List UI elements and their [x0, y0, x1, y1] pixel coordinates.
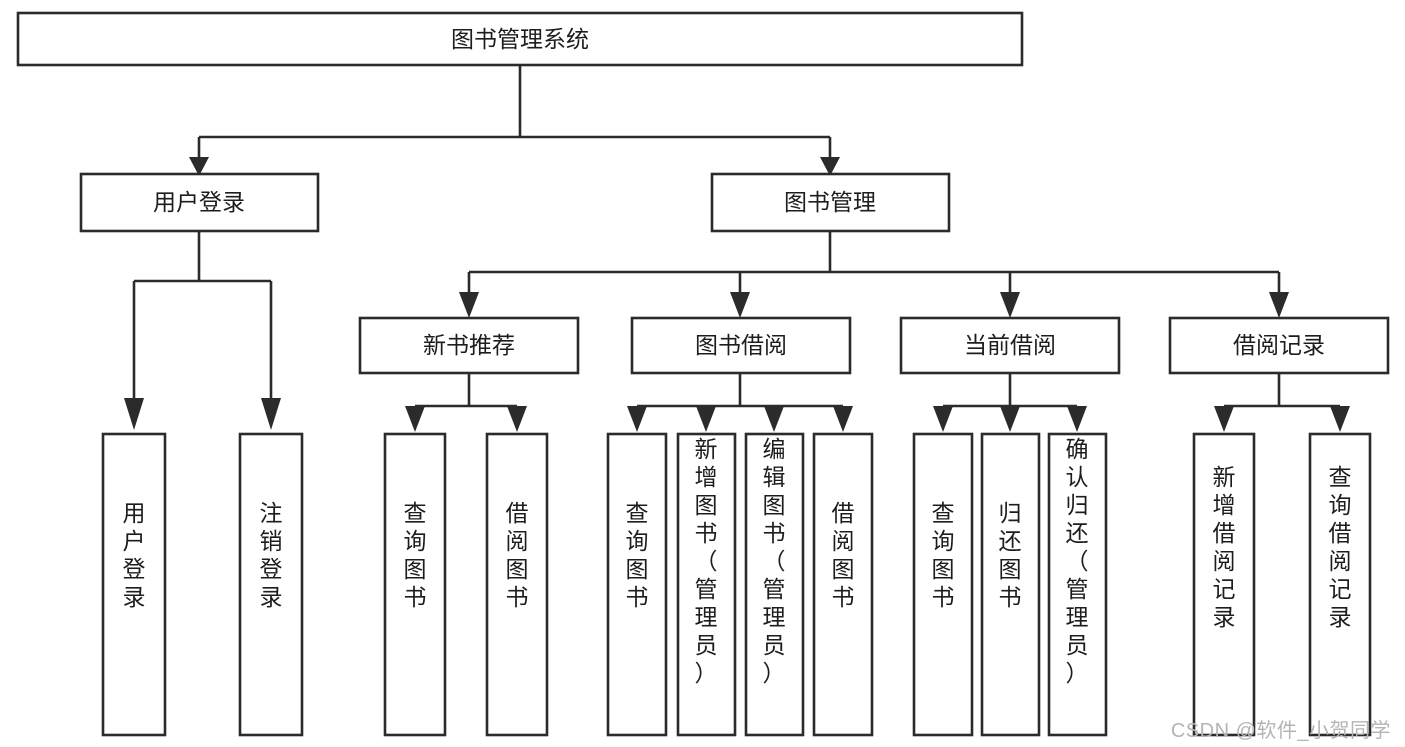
- node-leaf-borrow-book-2-label: 借阅图书: [832, 500, 855, 610]
- node-leaf-add-book-label: 新增图书（管理员）: [695, 436, 718, 686]
- node-book-borrow-label: 图书借阅: [695, 332, 787, 358]
- node-current-borrow[interactable]: 当前借阅: [899, 316, 1121, 375]
- node-book-borrow-box[interactable]: [630, 316, 852, 375]
- node-leaf-query-book-3[interactable]: 查询图书: [912, 432, 974, 737]
- node-leaf-return-book-label: 归还图书: [999, 500, 1022, 610]
- node-root-system[interactable]: 图书管理系统: [16, 11, 1024, 67]
- node-leaf-borrow-book-1-box[interactable]: [485, 432, 549, 737]
- node-leaf-add-record-box[interactable]: [1192, 432, 1256, 737]
- arrow-head-current-borrow: [1000, 292, 1020, 318]
- node-leaf-borrow-book-1-label: 借阅图书: [506, 500, 529, 610]
- node-leaf-return-book[interactable]: 归还图书: [980, 432, 1041, 737]
- node-leaf-query-record-label: 查询借阅记录: [1329, 464, 1352, 630]
- node-leaf-query-record-box[interactable]: [1308, 432, 1372, 737]
- node-new-book-recommend-box[interactable]: [358, 316, 580, 375]
- node-borrow-record-label: 借阅记录: [1233, 332, 1325, 358]
- arrow-head-leaf-query-book-3: [933, 406, 953, 432]
- arrow-head-leaf-edit-book: [764, 406, 784, 432]
- node-leaf-user-login-box[interactable]: [101, 432, 167, 737]
- node-new-book-recommend-label: 新书推荐: [423, 332, 515, 358]
- node-book-management-box[interactable]: [710, 172, 951, 233]
- node-leaf-add-book-box[interactable]: [676, 432, 737, 737]
- node-leaf-logout-box[interactable]: [238, 432, 304, 737]
- arrow-head-leaf-return-book: [1000, 406, 1020, 432]
- arrow-head-leaf-logout: [261, 398, 281, 430]
- arrow-head-leaf-add-record: [1214, 406, 1234, 432]
- node-leaf-user-login-label: 用户登录: [123, 500, 146, 610]
- node-leaf-logout-label: 注销登录: [260, 500, 283, 610]
- arrow-head-leaf-query-record: [1330, 406, 1350, 432]
- leaf-nodes-group: 用户登录 注销登录 查询图书 借阅图书 查询图书 新增图书（管理员）: [101, 432, 1372, 737]
- node-book-management-label: 图书管理: [784, 189, 876, 215]
- arrow-head-user-login: [189, 157, 209, 176]
- node-leaf-query-book-3-box[interactable]: [912, 432, 974, 737]
- csdn-watermark: CSDN @软件_小贺同学: [1170, 720, 1391, 742]
- node-leaf-query-book-3-label: 查询图书: [932, 500, 955, 610]
- node-user-login[interactable]: 用户登录: [79, 172, 320, 233]
- arrow-head-leaf-add-book: [696, 406, 716, 432]
- node-leaf-query-book-1-box[interactable]: [383, 432, 447, 737]
- node-leaf-edit-book-label: 编辑图书（管理员）: [763, 436, 786, 686]
- node-leaf-confirm-return-box[interactable]: [1047, 432, 1108, 737]
- node-leaf-borrow-book-2[interactable]: 借阅图书: [812, 432, 874, 737]
- arrow-head-leaf-borrow-book-1: [507, 406, 527, 432]
- arrow-head-leaf-confirm-return: [1067, 406, 1087, 432]
- node-book-borrow[interactable]: 图书借阅: [630, 316, 852, 375]
- node-leaf-add-book[interactable]: 新增图书（管理员）: [676, 432, 737, 737]
- node-leaf-borrow-book-1[interactable]: 借阅图书: [485, 432, 549, 737]
- node-leaf-confirm-return[interactable]: 确认归还（管理员）: [1047, 432, 1108, 737]
- arrow-head-book-borrow: [730, 292, 750, 318]
- node-book-management[interactable]: 图书管理: [710, 172, 951, 233]
- node-current-borrow-label: 当前借阅: [964, 332, 1056, 358]
- node-user-login-box[interactable]: [79, 172, 320, 233]
- node-leaf-query-book-2-box[interactable]: [606, 432, 668, 737]
- connector-group: [124, 65, 1350, 432]
- node-user-login-label: 用户登录: [153, 189, 245, 215]
- node-leaf-query-book-2-label: 查询图书: [626, 500, 649, 610]
- arrow-head-book-management: [820, 157, 840, 176]
- arrow-head-leaf-borrow-book-2: [833, 406, 853, 432]
- arrow-head-borrow-record: [1269, 292, 1289, 318]
- arrow-head-leaf-query-book-1: [405, 406, 425, 432]
- node-leaf-add-record-label: 新增借阅记录: [1213, 464, 1236, 630]
- node-borrow-record[interactable]: 借阅记录: [1168, 316, 1390, 375]
- node-root-label: 图书管理系统: [451, 26, 589, 52]
- arrow-head-leaf-user-login: [124, 398, 144, 430]
- node-leaf-query-record[interactable]: 查询借阅记录: [1308, 432, 1372, 737]
- arrow-head-new-book-recommend: [459, 292, 479, 318]
- node-current-borrow-box[interactable]: [899, 316, 1121, 375]
- node-new-book-recommend[interactable]: 新书推荐: [358, 316, 580, 375]
- node-leaf-borrow-book-2-box[interactable]: [812, 432, 874, 737]
- node-leaf-query-book-1[interactable]: 查询图书: [383, 432, 447, 737]
- node-borrow-record-box[interactable]: [1168, 316, 1390, 375]
- node-leaf-query-book-1-label: 查询图书: [404, 500, 427, 610]
- node-leaf-edit-book[interactable]: 编辑图书（管理员）: [744, 432, 805, 737]
- node-root-box[interactable]: [16, 11, 1024, 67]
- node-leaf-query-book-2[interactable]: 查询图书: [606, 432, 668, 737]
- arrow-head-leaf-query-book-2: [627, 406, 647, 432]
- node-leaf-confirm-return-label: 确认归还（管理员）: [1066, 436, 1089, 686]
- node-leaf-add-record[interactable]: 新增借阅记录: [1192, 432, 1256, 737]
- node-leaf-user-login[interactable]: 用户登录: [101, 432, 167, 737]
- node-leaf-return-book-box[interactable]: [980, 432, 1041, 737]
- node-leaf-logout[interactable]: 注销登录: [238, 432, 304, 737]
- node-leaf-edit-book-box[interactable]: [744, 432, 805, 737]
